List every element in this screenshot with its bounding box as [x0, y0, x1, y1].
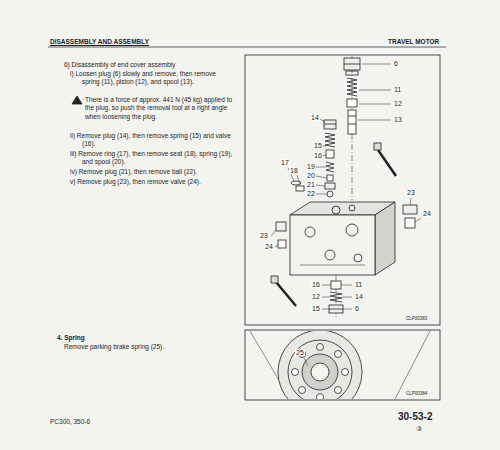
middle-valve-stack	[291, 120, 336, 197]
mounting-bolt	[271, 143, 396, 306]
instruction-text: iii) Remove ring (17), then remove seat …	[70, 150, 235, 167]
callout-number: 6	[393, 60, 399, 67]
callout-number: 14	[310, 114, 320, 121]
callout-number: 16	[313, 152, 323, 159]
section-heading: 4. Spring	[57, 334, 85, 342]
page-header: DISASSEMBLY AND ASSEMBLY	[50, 38, 149, 46]
callout-number: 21	[306, 181, 316, 188]
callout-number: 24	[422, 210, 432, 217]
instruction-text: ii) Remove plug (14), then remove spring…	[70, 132, 235, 149]
callout-number: 15	[313, 142, 323, 149]
figure-code: CLP00383	[406, 316, 427, 322]
header-rule	[48, 47, 446, 48]
callout-number: 12	[393, 100, 403, 107]
callout-number: 13	[393, 116, 403, 123]
callout-number: 6	[354, 305, 360, 312]
callout-number: 11	[393, 86, 402, 93]
callout-number: 14	[354, 293, 364, 300]
callout-number: 18	[289, 167, 299, 174]
callout-number: 23	[259, 232, 269, 239]
figure-frame	[245, 55, 440, 325]
parking-brake-hub	[250, 331, 430, 399]
section-header: TRAVEL MOTOR	[388, 38, 439, 46]
instruction-text: v) Remove plug (23), then remove valve (…	[70, 178, 235, 186]
upper-valve-stack	[344, 58, 360, 134]
side-plugs	[276, 205, 417, 248]
callout-number: 20	[306, 172, 316, 179]
callout-number: 12	[311, 293, 321, 300]
page-number: 30-53-2	[398, 410, 432, 423]
instruction-text: iv) Remove plug (21), then remove ball (…	[70, 168, 235, 176]
instruction-text: i) Loosen plug (6) slowly and remove, th…	[70, 70, 235, 87]
callout-number: 17	[280, 159, 290, 166]
figure-code: CLP00384	[406, 391, 427, 397]
callout-number: 23	[406, 189, 416, 196]
warning-symbol	[72, 96, 82, 104]
callout-number: 22	[306, 190, 316, 197]
callout-number: 15	[311, 305, 321, 312]
warning-text: There is a force of approx. 441 N (45 kg…	[85, 96, 235, 121]
callout-number: 16	[311, 281, 321, 288]
callout-number: 11	[354, 281, 363, 288]
revision-mark: ③	[416, 424, 422, 433]
model-name: PC300, 350-6	[50, 418, 90, 426]
callout-number: 24	[264, 243, 274, 250]
step-heading: 6) Disassembly of end cover assembly	[64, 61, 234, 69]
callout-number: 19	[306, 163, 316, 170]
end-cover-block	[290, 202, 395, 275]
instruction-text: Remove parking brake spring (25).	[64, 343, 234, 351]
lower-valve-stack	[329, 281, 343, 313]
leader-lines	[271, 64, 421, 309]
callout-number: 25	[295, 349, 305, 356]
